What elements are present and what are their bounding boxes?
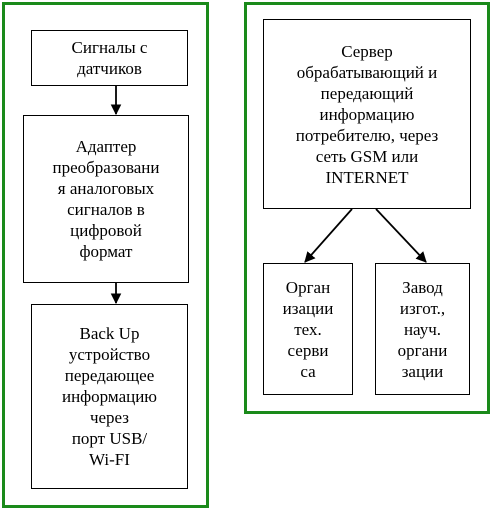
arrow-server-to-service [304, 208, 353, 263]
server-box: Сервер обрабатывающий и передающий инфор… [263, 19, 471, 209]
manufacturer-box: Завод изгот., науч. органи зации [375, 263, 470, 395]
backup-device-box: Back Up устройство передающее информацию… [31, 304, 188, 489]
left-panel [2, 2, 209, 508]
arrow-server-to-manufacturer [375, 208, 427, 263]
service-organizations-box: Орган изации тех. серви са [263, 263, 353, 395]
sensor-signals-box: Сигналы с датчиков [31, 30, 188, 86]
adapter-box: Адаптер преобразовани я аналоговых сигна… [23, 115, 189, 283]
right-panel [244, 2, 490, 414]
